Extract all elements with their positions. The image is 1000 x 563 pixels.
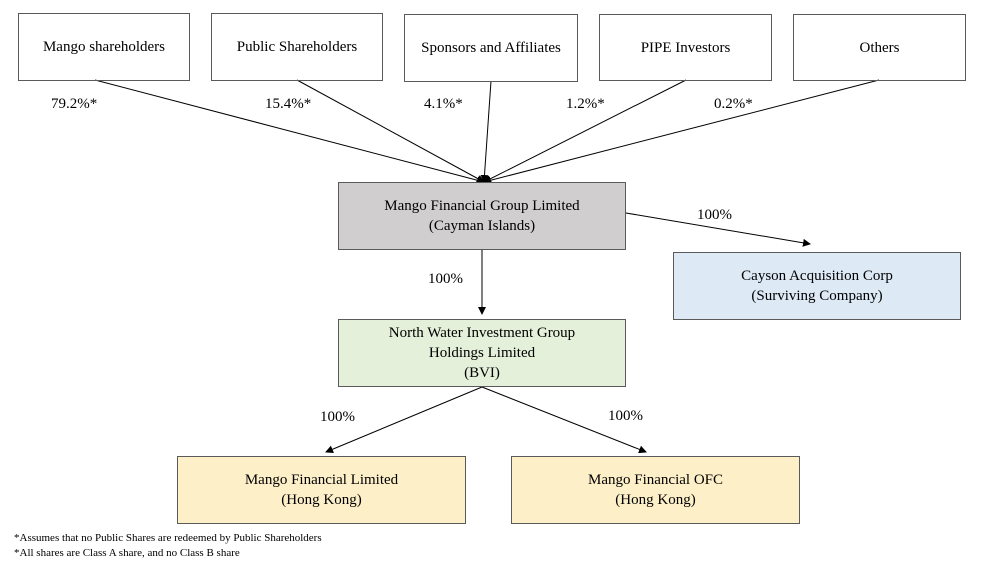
shareholder-pct-mango: 79.2%* bbox=[51, 96, 98, 112]
subsidiary-box-ofc: Mango Financial OFC (Hong Kong) bbox=[511, 456, 800, 524]
north-water-jurisdiction: (BVI) bbox=[464, 365, 500, 381]
arrow-shareholder-4 bbox=[483, 79, 687, 183]
arrow-shareholder-1 bbox=[94, 79, 485, 185]
footnote-share-class: *All shares are Class A share, and no Cl… bbox=[14, 547, 240, 559]
shareholder-pct-sponsors: 4.1%* bbox=[424, 96, 463, 112]
shareholder-box-public: Public Shareholders bbox=[211, 13, 383, 81]
shareholder-label: Public Shareholders bbox=[236, 39, 358, 55]
subsidiary-jurisdiction: (Hong Kong) bbox=[281, 492, 362, 508]
cayson-status: (Surviving Company) bbox=[751, 288, 883, 304]
shareholder-pct-public: 15.4%* bbox=[265, 96, 312, 112]
north-water-pct: 100% bbox=[428, 271, 463, 287]
arrow-shareholder-2 bbox=[296, 79, 485, 183]
arrow-shareholder-3 bbox=[480, 80, 492, 183]
subsidiary-pct-ofc: 100% bbox=[608, 408, 643, 424]
arrow-north-water-to-sub-2 bbox=[481, 386, 647, 454]
subsidiary-pct-limited: 100% bbox=[320, 409, 355, 425]
parent-jurisdiction: (Cayman Islands) bbox=[428, 218, 536, 234]
arrow-north-water-to-sub-1 bbox=[325, 386, 483, 453]
north-water-name-line2: Holdings Limited bbox=[428, 345, 536, 361]
arrow-shareholder-5 bbox=[483, 79, 880, 185]
shareholder-pct-pipe: 1.2%* bbox=[566, 96, 605, 112]
footnote-redemption: *Assumes that no Public Shares are redee… bbox=[14, 532, 322, 544]
shareholder-box-sponsors: Sponsors and Affiliates bbox=[404, 14, 578, 82]
shareholder-pct-others: 0.2%* bbox=[714, 96, 753, 112]
cayson-name: Cayson Acquisition Corp bbox=[741, 268, 893, 284]
subsidiary-box-limited: Mango Financial Limited (Hong Kong) bbox=[177, 456, 466, 524]
parent-name: Mango Financial Group Limited bbox=[384, 198, 580, 214]
parent-box: Mango Financial Group Limited (Cayman Is… bbox=[338, 182, 626, 250]
subsidiary-name: Mango Financial OFC bbox=[588, 472, 723, 488]
subsidiary-name: Mango Financial Limited bbox=[244, 472, 399, 488]
subsidiary-jurisdiction: (Hong Kong) bbox=[615, 492, 696, 508]
shareholder-label: Others bbox=[859, 39, 900, 56]
shareholder-box-mango: Mango shareholders bbox=[18, 13, 190, 81]
cayson-box: Cayson Acquisition Corp (Surviving Compa… bbox=[673, 252, 961, 320]
shareholder-label: Sponsors and Affiliates bbox=[421, 40, 561, 56]
shareholder-box-pipe: PIPE Investors bbox=[599, 14, 772, 81]
shareholder-label: PIPE Investors bbox=[640, 39, 731, 56]
cayson-pct: 100% bbox=[697, 207, 732, 223]
north-water-name-line1: North Water Investment Group bbox=[388, 325, 576, 341]
arrow-parent-to-cayson bbox=[625, 212, 811, 247]
north-water-box: North Water Investment Group Holdings Li… bbox=[338, 319, 626, 387]
shareholder-box-others: Others bbox=[793, 14, 966, 81]
shareholder-label: Mango shareholders bbox=[42, 39, 166, 55]
